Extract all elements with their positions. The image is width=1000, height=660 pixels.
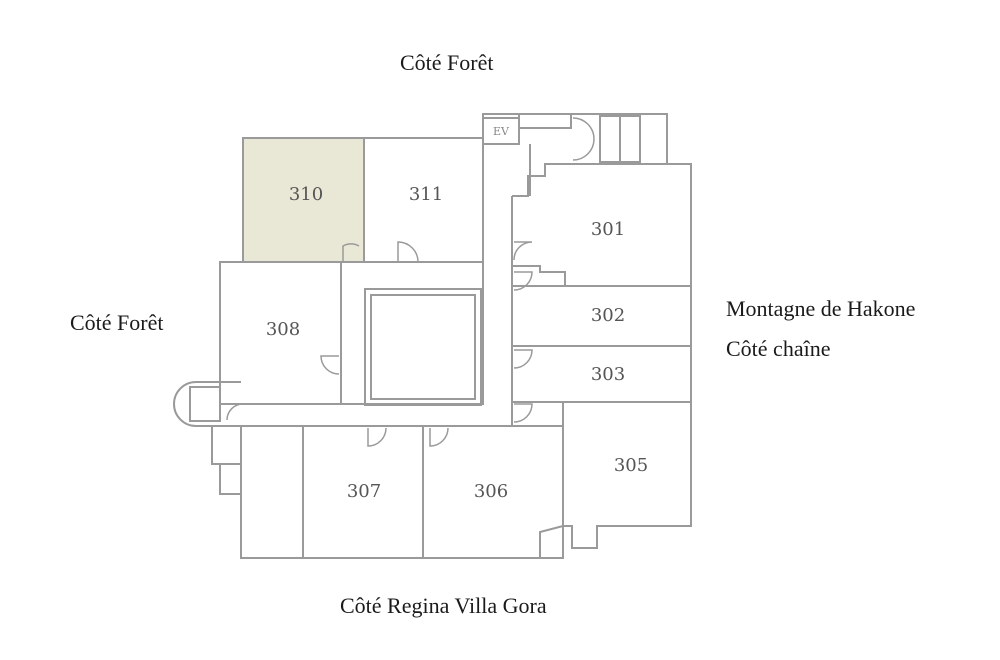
elevator-label: EV bbox=[493, 125, 510, 138]
door-308 bbox=[320, 355, 340, 375]
west-stair-steps bbox=[189, 386, 221, 422]
door-305 bbox=[513, 403, 533, 423]
direction-label-right-line1: Montagne de Hakone bbox=[726, 296, 916, 321]
door-301 bbox=[513, 241, 533, 261]
door-307 bbox=[367, 427, 387, 447]
storage-area bbox=[240, 425, 304, 559]
room-number-307: 307 bbox=[347, 481, 381, 502]
room-310-area[interactable] bbox=[242, 137, 365, 263]
outer-bottom-wall bbox=[241, 525, 564, 559]
direction-label-top: Côté Forêt bbox=[400, 50, 494, 75]
room-number-311: 311 bbox=[409, 184, 443, 205]
room-number-310: 310 bbox=[289, 184, 323, 205]
west-annex bbox=[211, 425, 242, 465]
door-306 bbox=[429, 427, 449, 447]
room-number-305: 305 bbox=[614, 455, 648, 476]
north-wall bbox=[482, 113, 668, 262]
room-301-area[interactable] bbox=[512, 163, 692, 287]
corridor-wall bbox=[341, 261, 484, 405]
door-302 bbox=[513, 271, 533, 291]
room-number-308: 308 bbox=[266, 319, 300, 340]
door-stair-west bbox=[226, 403, 244, 421]
direction-label-bottom: Côté Regina Villa Gora bbox=[340, 593, 547, 618]
direction-label-left: Côté Forêt bbox=[70, 310, 164, 335]
elevator-box bbox=[482, 117, 520, 145]
room-number-306: 306 bbox=[474, 481, 508, 502]
room-number-301: 301 bbox=[591, 219, 625, 240]
door-311 bbox=[397, 241, 419, 263]
atrium-inner bbox=[370, 294, 476, 400]
direction-label-right-line2: Côté chaîne bbox=[726, 336, 831, 361]
door-stair-north bbox=[572, 117, 595, 161]
atrium bbox=[364, 288, 482, 406]
room-number-302: 302 bbox=[591, 305, 625, 326]
door-310 bbox=[342, 243, 360, 262]
west-annex-lower bbox=[219, 463, 242, 495]
door-303 bbox=[513, 349, 533, 369]
service-box bbox=[518, 113, 572, 129]
west-stair bbox=[173, 381, 241, 427]
room-number-303: 303 bbox=[591, 364, 625, 385]
room-305-area[interactable] bbox=[512, 401, 692, 549]
